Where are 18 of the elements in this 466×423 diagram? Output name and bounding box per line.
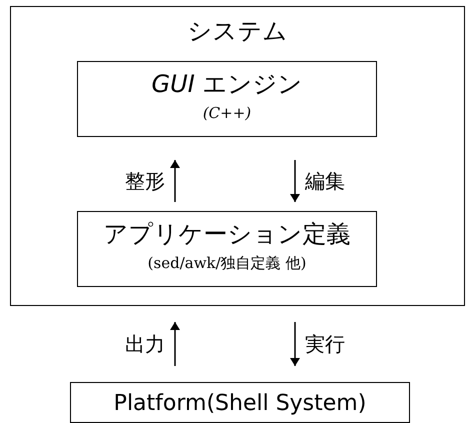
box-title: GUI エンジン <box>150 69 304 100</box>
title: システム <box>186 16 288 47</box>
arrow <box>290 322 300 366</box>
box-subtitle: (sed/awk/独自定義 他) <box>146 254 308 273</box>
definition-box <box>77 211 377 287</box>
edge-label: 編集 <box>305 168 345 195</box>
arrow <box>170 160 180 202</box>
box-subtitle: (C++) <box>202 104 252 122</box>
edge-label: 整形 <box>125 168 165 195</box>
engine-box <box>77 61 377 137</box>
arrow <box>290 160 300 202</box>
system-frame <box>10 6 465 306</box>
edge-label: 出力 <box>125 331 165 358</box>
arrow <box>170 322 180 366</box>
box-title: Platform(Shell System) <box>112 391 368 416</box>
platform-box <box>70 382 410 423</box>
edge-label: 実行 <box>305 331 345 358</box>
box-title: アプリケーション定義 <box>102 219 352 250</box>
